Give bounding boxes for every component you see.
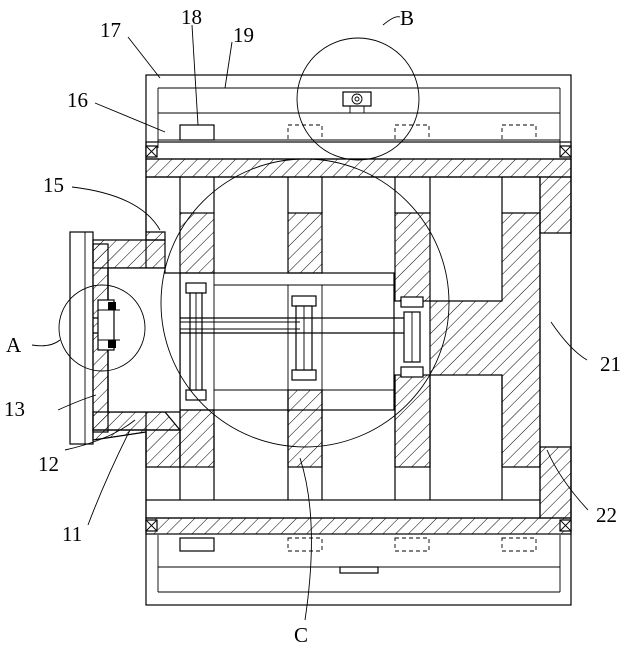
label-a: A (6, 333, 22, 357)
label-c: C (294, 623, 308, 647)
label-15: 15 (43, 173, 64, 197)
label-19: 19 (233, 23, 254, 47)
label-13: 13 (4, 397, 25, 421)
slot-3 (501, 124, 537, 141)
label-11: 11 (62, 522, 82, 546)
outer-housing (145, 74, 572, 606)
cylinder-blocks (179, 212, 541, 468)
top-rail-plate (145, 91, 572, 160)
label-17: 17 (100, 18, 121, 42)
motor-icon (342, 91, 372, 113)
connector-detail (97, 299, 120, 351)
label-12: 12 (38, 452, 59, 476)
label-21: 21 (600, 352, 621, 376)
label-b: B (400, 6, 414, 30)
detail-circle-c (160, 158, 450, 448)
slot-1 (287, 124, 323, 141)
detail-circle-b (296, 37, 420, 161)
bottom-rail-plate (145, 517, 572, 574)
label-16: 16 (67, 88, 88, 112)
label-18: 18 (181, 5, 202, 29)
slot-2 (394, 124, 430, 141)
detail-circle-a (58, 284, 146, 372)
leader-lines (31, 16, 589, 621)
nozzle-funnel (92, 231, 182, 468)
label-22: 22 (596, 503, 617, 527)
slider-block (179, 124, 215, 141)
